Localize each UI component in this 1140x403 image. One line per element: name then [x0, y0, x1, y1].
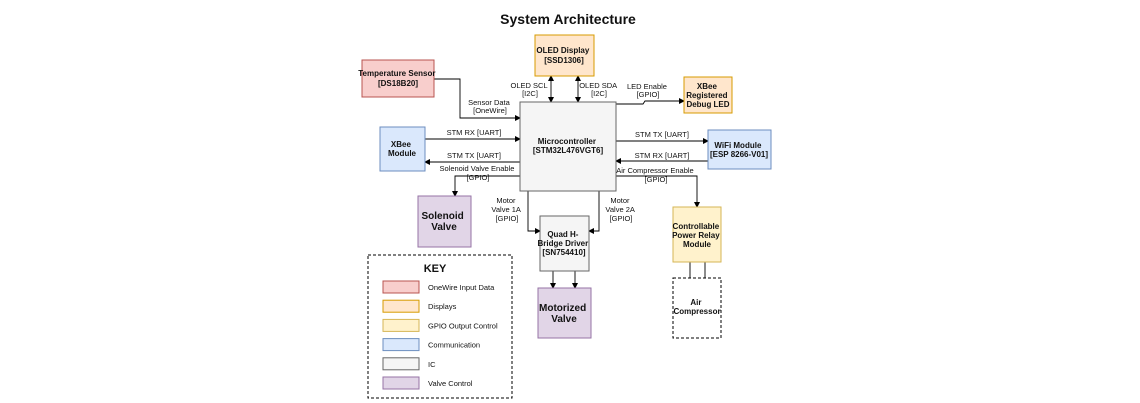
svg-text:WiFi Module [ESP 8266-V0: WiFi Module [ESP 8266-V01]: [710, 141, 768, 159]
label-stm-tx-left: STM TX [UART]: [447, 151, 501, 160]
svg-text:Air Compressor: Air Compressor: [673, 298, 720, 316]
key-label: Valve Control: [428, 379, 473, 388]
key-label: OneWire Input Data: [428, 283, 495, 292]
key-item: Valve Control: [382, 376, 473, 390]
label-stm-rx-left: STM RX [UART]: [447, 128, 502, 137]
temperature-sensor-block: Temperature Sensor [DS18B20]: [358, 59, 437, 98]
wifi-module-block: WiFi Module [ESP 8266-V01]: [707, 129, 772, 170]
svg-text:Temperature Sensor [DS18: Temperature Sensor [DS18B20]: [358, 69, 437, 88]
label-led-enable: LED Enable [GPIO]: [627, 82, 669, 99]
label-sensor-data: Sensor Data [OneWire]: [468, 98, 512, 115]
label-oled-scl: OLED SCL [I2C]: [511, 81, 550, 98]
power-relay-module-block: Controllable Power Relay Module: [672, 206, 722, 263]
xbee-debug-led-block: XBee Registered Debug LED: [683, 76, 733, 114]
key-label: IC: [428, 360, 436, 369]
svg-text:XBee Registered De: XBee Registered Debug LED: [686, 82, 730, 109]
key-title: KEY: [424, 263, 447, 275]
key-swatch-yellow: [382, 318, 420, 332]
wire-motor-2a: [588, 191, 600, 234]
wire-solenoid-enable: [452, 175, 520, 197]
svg-text:Controllable Power Relay: Controllable Power Relay Module: [672, 222, 722, 249]
key-label: GPIO Output Control: [428, 321, 498, 330]
key-item: IC: [382, 357, 436, 371]
key-item: Communication: [382, 338, 480, 352]
key-swatch-red: [382, 280, 420, 294]
oled-display-block: OLED Display [SSD1306]: [534, 34, 595, 77]
key-item: OneWire Input Data: [382, 280, 495, 294]
key-swatch-orange: [382, 299, 420, 313]
key-swatch-blue: [382, 338, 420, 352]
key-swatch-gray: [382, 357, 420, 371]
label-oled-sda: OLED SDA [I2C]: [579, 81, 619, 98]
label-motor-1a: Motor Valve 1A [GPIO]: [491, 196, 522, 223]
key-label: Communication: [428, 341, 480, 350]
key-swatch-purple: [382, 376, 420, 390]
svg-text:Motorized Valve: Motorized Valve: [539, 303, 589, 325]
label-air-enable: Air Compressor Enable [GPIO]: [616, 166, 696, 184]
motorized-valve-block: Motorized Valve: [537, 287, 592, 339]
diagram-title: System Architecture: [500, 11, 636, 27]
key-label: Displays: [428, 302, 457, 311]
label-stm-rx-right: STM RX [UART]: [635, 151, 690, 160]
h-bridge-driver-block: Quad H- Bridge Driver [SN754410]: [538, 215, 591, 272]
wire-motor-1a: [527, 191, 541, 234]
svg-text:Quad H- Bridge Driver: Quad H- Bridge Driver [SN754410]: [538, 230, 591, 257]
label-solenoid-enable: Solenoid Valve Enable [GPIO]: [439, 164, 516, 182]
solenoid-valve-block: Solenoid Valve: [417, 195, 472, 248]
xbee-module-block: XBee Module: [379, 126, 426, 172]
label-motor-2a: Motor Valve 2A [GPIO]: [605, 196, 636, 223]
wire-air-enable: [616, 175, 700, 208]
svg-text:Microcontroller [STM32L4: Microcontroller [STM32L476VGT6]: [533, 137, 604, 155]
microcontroller-block: Microcontroller [STM32L476VGT6]: [519, 101, 617, 192]
wire-sensor-data: [434, 78, 521, 121]
svg-text:XBee Module: XBee Module: [388, 140, 417, 158]
key-item: Displays: [382, 299, 457, 313]
key-item: GPIO Output Control: [382, 318, 498, 332]
air-compressor-block: Air Compressor: [672, 277, 722, 339]
svg-text:OLED Display [SSD1306]: OLED Display [SSD1306]: [536, 46, 591, 65]
label-stm-tx-right: STM TX [UART]: [635, 130, 689, 139]
wire-led-enable: [615, 98, 685, 105]
svg-text:Solenoid Valve: Solenoid Valve: [421, 211, 466, 233]
